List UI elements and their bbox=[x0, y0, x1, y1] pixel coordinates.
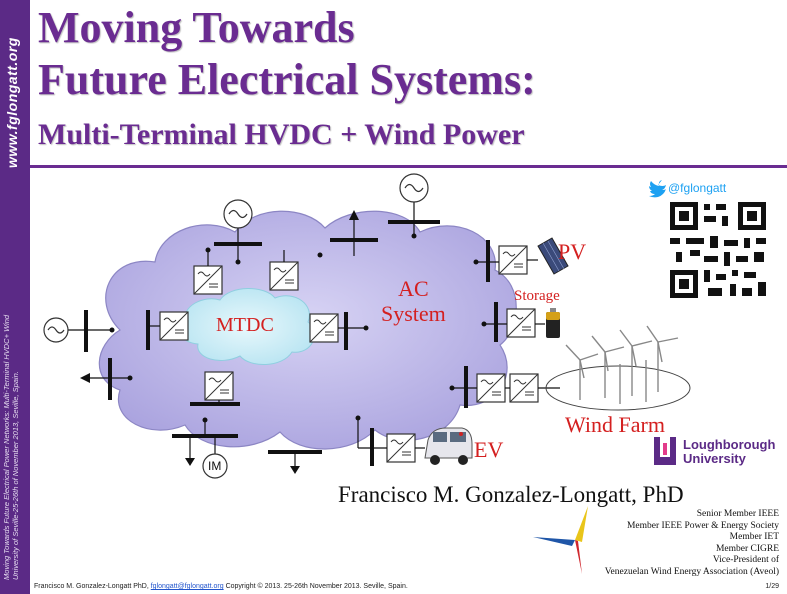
twitter-bird-icon bbox=[649, 180, 666, 198]
title-line-2: Future Electrical Systems: bbox=[38, 55, 536, 104]
ac-label-line1: AC bbox=[398, 276, 429, 301]
twitter-handle[interactable]: @fglongatt bbox=[668, 181, 727, 195]
ac-system-label: AC System bbox=[381, 276, 446, 326]
logo-line-1: Loughborough bbox=[683, 437, 776, 452]
storage-label: Storage bbox=[514, 288, 560, 304]
footer-email-link[interactable]: fglongatt@fglongatt.org bbox=[150, 583, 224, 590]
bus-dots bbox=[109, 233, 487, 423]
converter-icon bbox=[269, 261, 299, 291]
footer-copyright: Copyright © 2013. 25-26th November 2013.… bbox=[225, 583, 408, 590]
connection-lines bbox=[68, 202, 560, 470]
converter-icon bbox=[506, 308, 536, 338]
credential-line: Vice-President of bbox=[712, 555, 779, 565]
title-line-1: Moving Towards bbox=[38, 3, 355, 52]
ac-label-line2: System bbox=[381, 301, 446, 326]
im-label: IM bbox=[208, 459, 222, 473]
generator-icon bbox=[43, 173, 429, 343]
loughborough-logo-icon bbox=[654, 437, 676, 465]
university-logo-text: Loughborough University bbox=[683, 438, 775, 466]
converter-icon bbox=[159, 311, 189, 341]
wind-farm-label: Wind Farm bbox=[565, 412, 665, 437]
logo-line-2: University bbox=[683, 451, 746, 466]
induction-motor-icon bbox=[202, 453, 228, 479]
pv-panel-icon bbox=[537, 237, 569, 275]
converter-icon bbox=[509, 373, 539, 403]
ev-label: EV bbox=[474, 437, 504, 462]
aveol-logo-icon bbox=[533, 506, 588, 574]
credential-line: Senior Member IEEE bbox=[696, 509, 779, 519]
wind-farm-icon bbox=[545, 325, 691, 411]
author-name: Francisco M. Gonzalez-Longatt, PhD bbox=[338, 482, 684, 507]
converter-icon bbox=[193, 265, 223, 295]
credential-line: Member IET bbox=[729, 532, 779, 542]
converter-icon bbox=[204, 371, 234, 401]
credential-line: Member IEEE Power & Energy Society bbox=[626, 520, 779, 531]
credential-line: Venezuelan Wind Energy Association (Aveo… bbox=[604, 566, 779, 577]
title-line-3: Multi-Terminal HVDC + Wind Power bbox=[38, 118, 525, 151]
battery-icon bbox=[546, 308, 560, 338]
ev-car-icon bbox=[424, 427, 473, 465]
credentials-list: Senior Member IEEE Member IEEE Power & E… bbox=[605, 509, 779, 578]
qr-code bbox=[668, 200, 768, 300]
converter-icon bbox=[309, 313, 339, 343]
footer-name: Francisco M. Gonzalez-Longatt PhD, bbox=[34, 583, 149, 590]
converter-icon bbox=[498, 245, 528, 275]
converter-icon bbox=[476, 373, 506, 403]
footer: Francisco M. Gonzalez-Longatt PhD, fglon… bbox=[34, 583, 408, 590]
converter-icon bbox=[386, 433, 416, 463]
mtdc-label: MTDC bbox=[216, 314, 274, 336]
pv-label: PV bbox=[558, 239, 587, 264]
page-number: 1/29 bbox=[765, 583, 779, 590]
title-divider bbox=[30, 165, 787, 168]
load-arrows bbox=[80, 210, 359, 474]
credential-line: Member CIGRE bbox=[715, 543, 779, 554]
sidebar: www.fglongatt.org Moving Towards Future … bbox=[0, 0, 30, 594]
